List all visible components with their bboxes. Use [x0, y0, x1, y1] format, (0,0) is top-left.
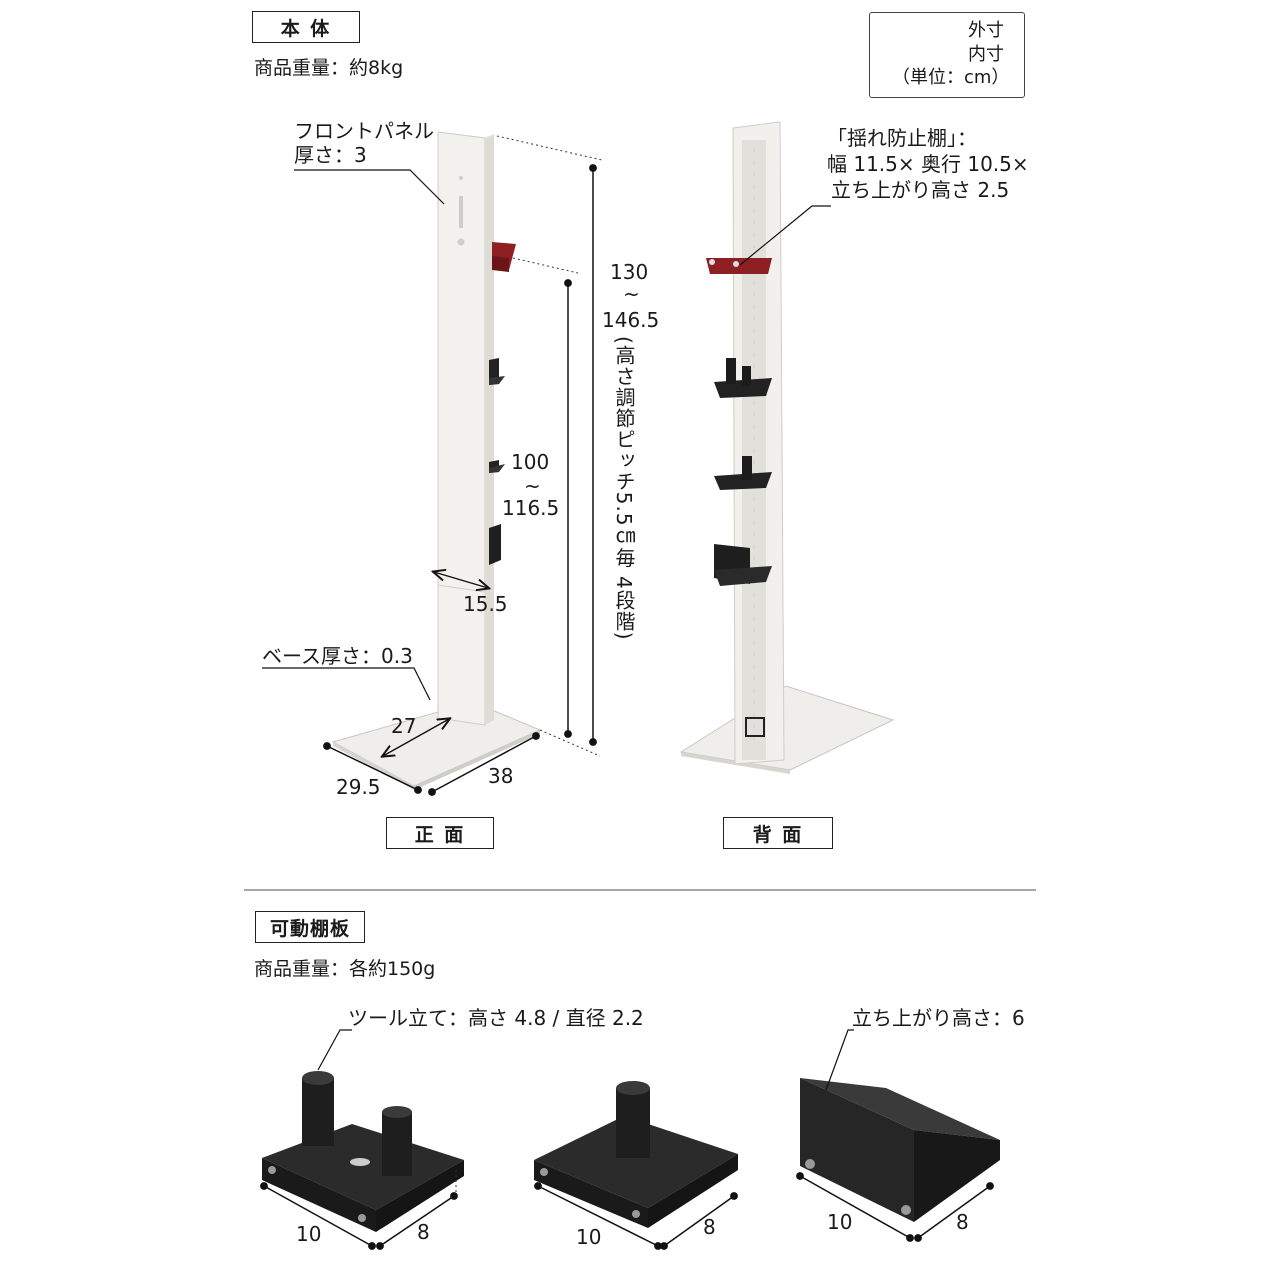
legend-unit-label: （単位：cm） — [892, 67, 1010, 88]
shelf-weight: 商品重量：各約150g — [254, 958, 436, 980]
panel-leader — [294, 169, 445, 205]
outer-height-tilde: ~ — [623, 282, 640, 306]
shelf2-width: 10 — [576, 1225, 602, 1249]
legend-outer-label: 外寸 — [968, 20, 1004, 41]
shelf-label-2: 幅 11.5× 奥行 10.5× — [827, 152, 1029, 176]
base-leader — [262, 667, 431, 701]
body-weight: 商品重量：約8kg — [254, 57, 404, 79]
outer-height-value-1: 130 — [610, 260, 649, 284]
inner-height-value-1: 100 — [511, 450, 550, 474]
rise-height-label: 立ち上がり高さ：6 — [852, 1006, 1025, 1030]
inner-height-tilde: ~ — [524, 474, 541, 498]
shelf-one-peg — [534, 1081, 738, 1228]
back-view-label: 背 面 — [723, 817, 833, 849]
shelf3-depth: 8 — [956, 1210, 969, 1234]
legend-inner-label: 内寸 — [968, 44, 1004, 65]
tool-leader — [317, 1029, 352, 1071]
shelf-leader — [739, 205, 831, 266]
height-adjust-note: (高さ調節ピッチ5.5㎝毎 4段階) — [612, 336, 636, 641]
front-panel-thickness: 厚さ：3 — [294, 143, 367, 167]
tool-stand-label: ツール立て：高さ 4.8 / 直径 2.2 — [348, 1006, 644, 1030]
rise-leader — [825, 1029, 854, 1091]
base-thickness-label: ベース厚さ：0.3 — [262, 644, 413, 668]
front-view-label: 正 面 — [386, 817, 494, 849]
base-depth-value: 38 — [488, 764, 514, 788]
base-depth-line — [428, 732, 540, 796]
shelf-label-3: 立ち上がり高さ 2.5 — [831, 178, 1010, 202]
base-width-value: 29.5 — [336, 775, 381, 799]
shelf-label-1: 「揺れ防止棚」： — [827, 126, 977, 150]
outer-height-value-2: 146.5 — [602, 308, 660, 332]
width-arrow — [434, 572, 488, 588]
base-depth-inner-value: 27 — [391, 714, 417, 738]
front-panel-label: フロントパネル — [294, 119, 434, 143]
front-stand — [331, 131, 542, 790]
legend-box: 外寸 内寸 （単位：cm） — [869, 12, 1025, 98]
width-inner-value: 15.5 — [463, 592, 508, 616]
shelf3-width: 10 — [827, 1210, 853, 1234]
shelf-two-pegs — [262, 1071, 464, 1232]
shelf2-depth: 8 — [703, 1215, 716, 1239]
back-stand — [679, 121, 895, 774]
shelf1-width: 10 — [296, 1222, 322, 1246]
shelf1-depth: 8 — [417, 1220, 430, 1244]
body-section-label: 本 体 — [252, 11, 360, 43]
shelf-section-label: 可動棚板 — [255, 911, 365, 943]
base-width-line — [323, 742, 422, 794]
inner-height-value-2: 116.5 — [502, 496, 560, 520]
